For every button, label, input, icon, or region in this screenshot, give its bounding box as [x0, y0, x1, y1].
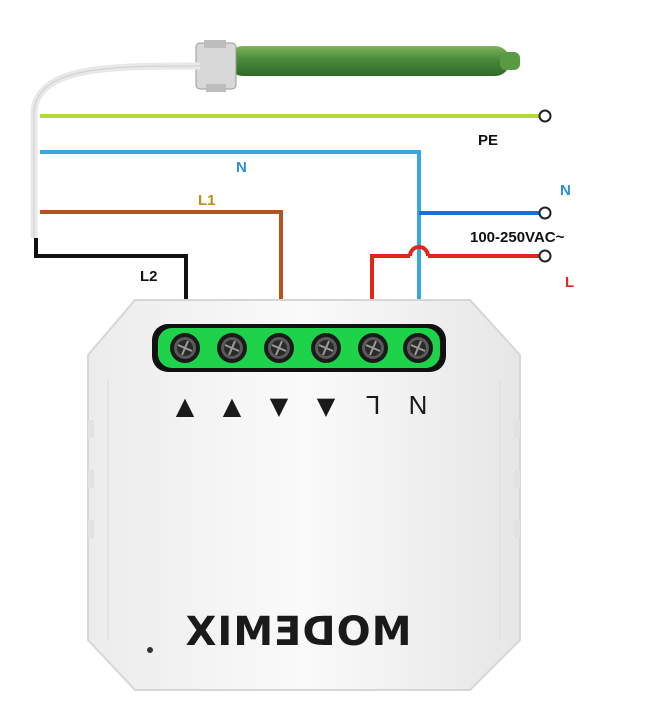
status-led	[147, 647, 153, 653]
motor-head	[195, 42, 237, 90]
n-terminal-dot	[538, 206, 552, 220]
terminal-screw	[403, 333, 433, 363]
terminal-mark: ▲	[176, 392, 195, 420]
l-terminal-dot	[538, 249, 552, 263]
terminal-mark: ▼	[270, 392, 289, 420]
module-body	[87, 299, 521, 691]
terminal-mark: N	[409, 390, 428, 420]
motor-body	[228, 46, 510, 76]
label-l2: L2	[140, 268, 158, 285]
terminal-screw	[217, 333, 247, 363]
terminal-screw	[170, 333, 200, 363]
terminal-mark: L	[366, 390, 380, 420]
label-n-supply: N	[560, 182, 571, 199]
label-n-top: N	[236, 159, 247, 176]
l1-wire	[40, 210, 283, 322]
terminal-mark: ▲	[223, 392, 242, 420]
label-l1: L1	[198, 192, 216, 209]
pe-terminal-dot	[538, 109, 552, 123]
terminal-screw	[311, 333, 341, 363]
terminal-screw	[358, 333, 388, 363]
terminal-screw	[264, 333, 294, 363]
brand-logo: MODEMIX	[185, 609, 412, 655]
n-motor-wire	[40, 150, 421, 322]
switch-module	[87, 299, 521, 691]
label-l-supply: L	[565, 274, 574, 291]
label-voltage: 100-250VAC~	[470, 229, 565, 246]
terminal-screws	[170, 333, 433, 363]
wires	[34, 109, 552, 322]
terminal-mark: ▼	[317, 392, 336, 420]
tubular-motor	[195, 40, 520, 92]
label-pe: PE	[478, 132, 498, 149]
l2-wire	[34, 238, 188, 322]
